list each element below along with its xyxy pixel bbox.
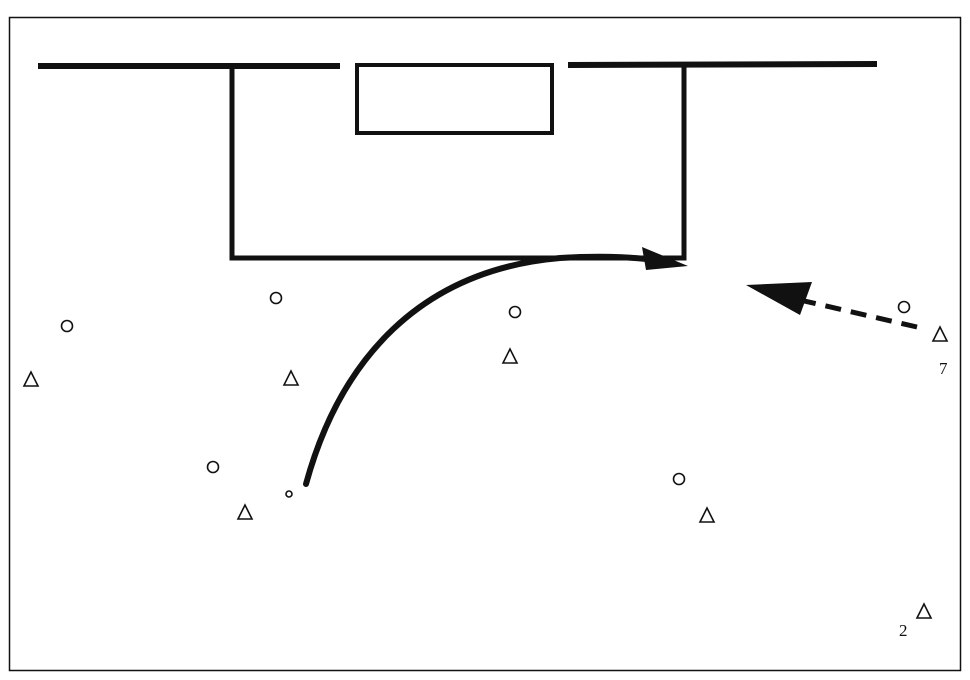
attacker-marker bbox=[236, 503, 254, 520]
attacker-marker bbox=[282, 369, 300, 386]
attacker-2-marker bbox=[915, 602, 933, 619]
ball-path-arrowhead-icon bbox=[642, 247, 688, 270]
attacker-marker bbox=[22, 370, 40, 387]
defender-marker bbox=[60, 319, 74, 333]
run-arrow-dashed bbox=[799, 297, 918, 330]
goal-box bbox=[355, 63, 554, 135]
run-arrowhead-icon bbox=[746, 282, 812, 315]
player-label-2: 2 bbox=[899, 621, 908, 640]
defender-marker bbox=[206, 460, 220, 474]
defender-marker bbox=[508, 305, 522, 319]
penalty-box bbox=[229, 66, 687, 261]
attacker-marker bbox=[698, 506, 716, 523]
defender-marker bbox=[897, 300, 911, 314]
defender-marker bbox=[672, 472, 686, 486]
defender-marker bbox=[269, 291, 283, 305]
defenders bbox=[60, 291, 911, 486]
attackers bbox=[22, 325, 949, 619]
ball-path-arrow bbox=[303, 253, 668, 487]
attacker-7-marker bbox=[931, 325, 949, 342]
diagram-frame bbox=[8, 16, 962, 672]
player-label-7: 7 bbox=[939, 359, 948, 378]
goal-line bbox=[38, 61, 878, 69]
attacker-marker bbox=[501, 347, 519, 364]
ball-icon bbox=[285, 490, 293, 498]
